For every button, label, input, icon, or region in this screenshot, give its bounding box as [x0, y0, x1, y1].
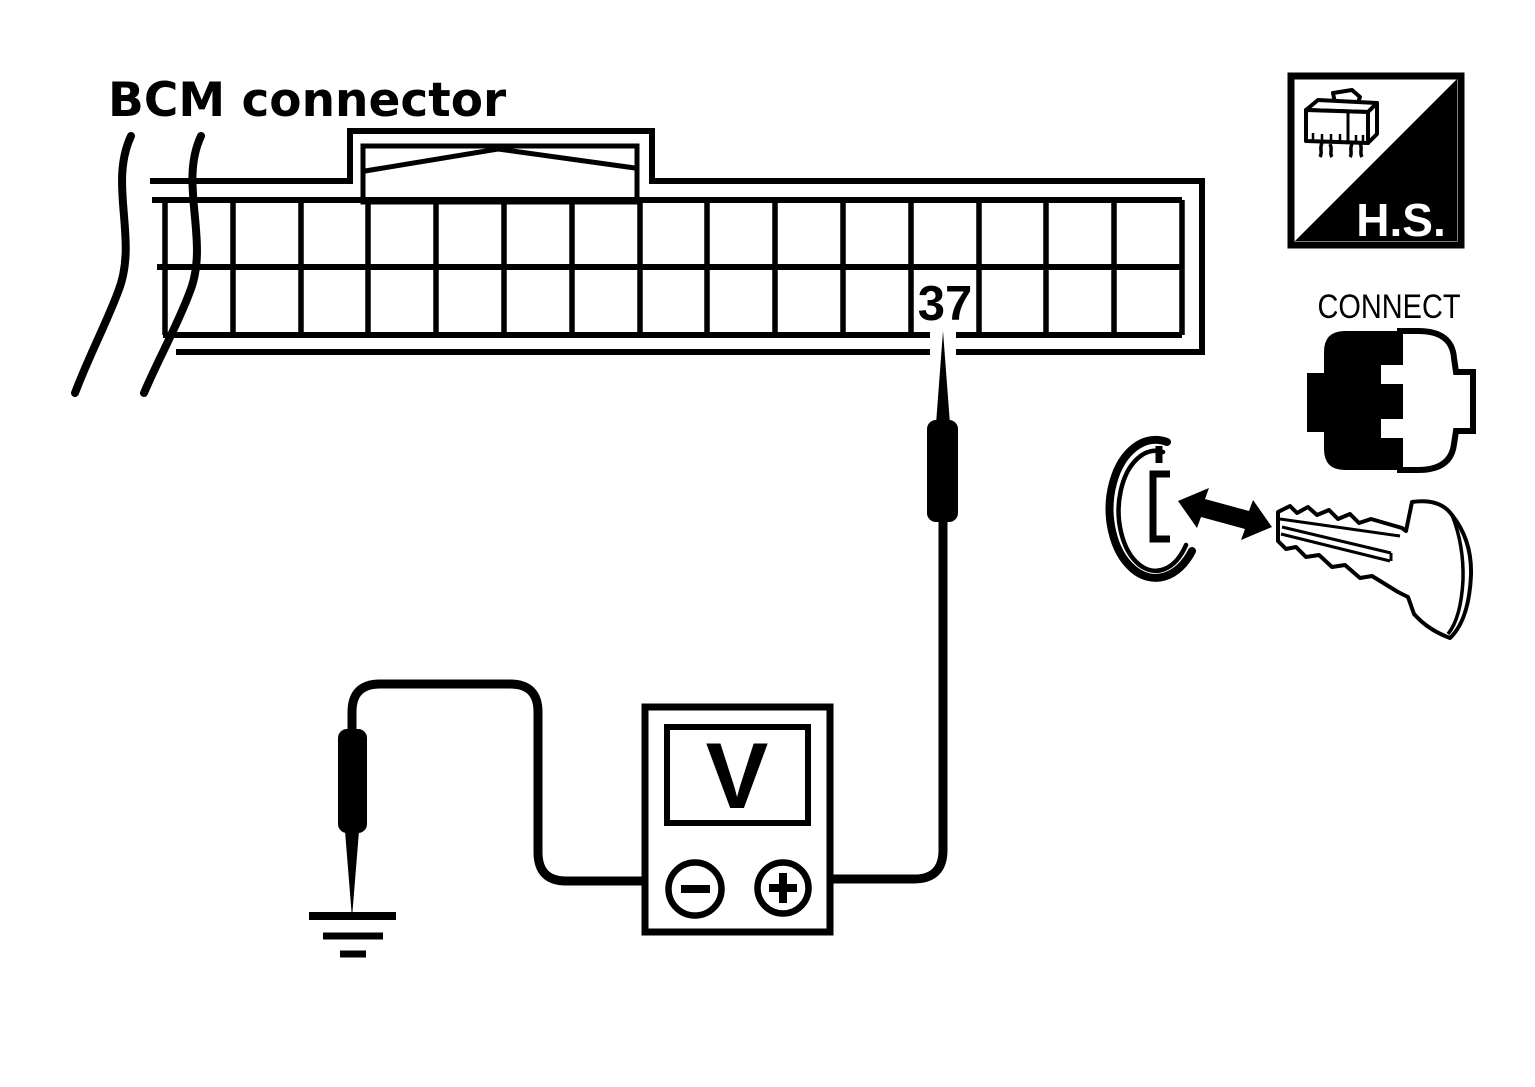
hs-badge: H.S.: [1287, 72, 1465, 249]
key-head-inner-edge: [1446, 514, 1465, 636]
voltmeter-display: [664, 724, 811, 826]
keyhole-slot: [1149, 470, 1170, 543]
positive-probe-assembly: [792, 331, 958, 884]
pin-grid-rows: [152, 197, 1182, 338]
lock-face-outer-ring: [1105, 435, 1196, 582]
torn-edge-wave-right: [140, 132, 205, 397]
negative-probe-assembly: [309, 679, 675, 958]
hs-badge-triangle: [1295, 79, 1457, 241]
positive-probe-body-icon: [927, 420, 958, 522]
figure-title: BCM connector: [108, 73, 507, 128]
connector-half-left: [1307, 331, 1402, 470]
connect-badge: CONNECT: [1307, 288, 1476, 473]
ground-symbol-icon: [309, 912, 396, 958]
positive-probe-tip-icon: [936, 331, 950, 424]
positive-probe-lead: [792, 516, 948, 884]
key-into-ignition-lock-icon: [1105, 435, 1474, 640]
voltmeter-display-label: V: [706, 723, 769, 828]
torn-edge-wave-left: [71, 132, 135, 397]
connector-tab-ridge: [364, 146, 636, 174]
bcm-connector-drawing: 37: [71, 128, 1205, 397]
key-icon: [1276, 499, 1474, 640]
lock-face-inner-ring: [1116, 448, 1189, 574]
key-blade-facet-line: [1279, 517, 1401, 538]
insert-arrow-icon: [1178, 488, 1272, 540]
negative-probe-lead: [347, 679, 675, 886]
hs-badge-label: H.S.: [1356, 194, 1445, 246]
connector-tab: [360, 143, 640, 205]
connector-housing-outline: [150, 128, 1205, 355]
harness-side-connector-icon: [1304, 88, 1379, 159]
pin-grid-columns: [162, 200, 1185, 335]
voltmeter: V: [641, 703, 834, 936]
plus-sign-icon: [769, 873, 797, 903]
pin-number-label: 37: [918, 277, 973, 331]
negative-probe-body-icon: [338, 729, 367, 833]
key-outline: [1276, 499, 1474, 640]
connect-label: CONNECT: [1318, 288, 1461, 326]
negative-probe-tip-icon: [345, 831, 359, 918]
connectors-mated-icon: [1307, 328, 1476, 473]
key-blade-groove: [1280, 525, 1393, 563]
